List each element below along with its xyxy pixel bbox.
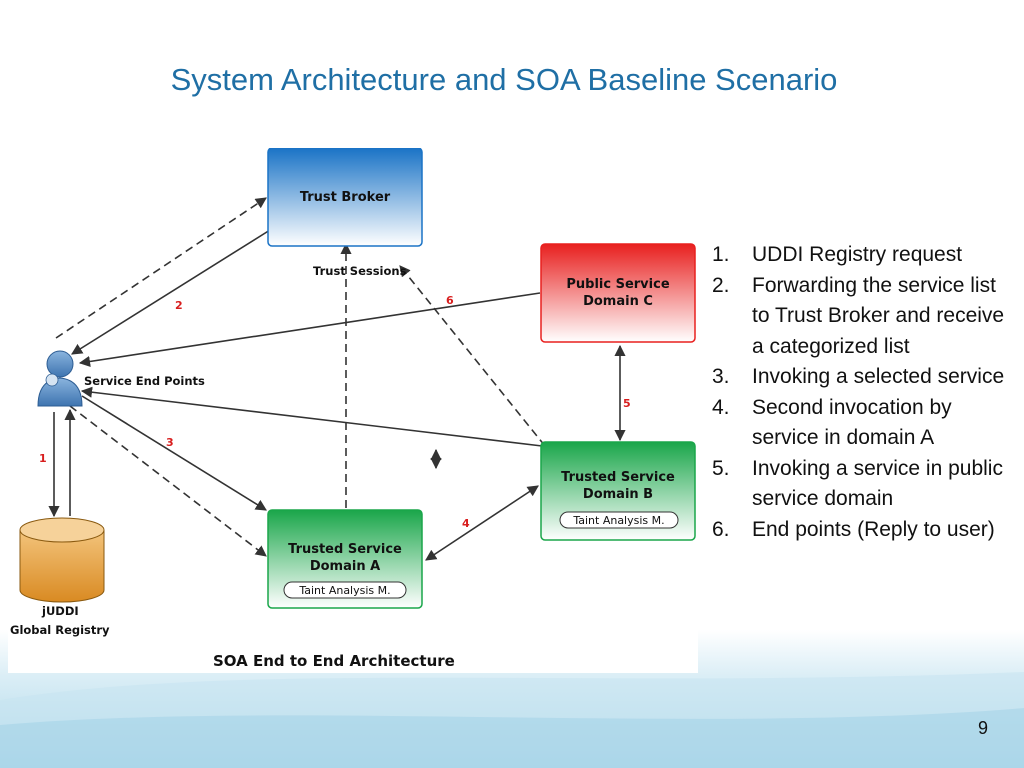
diagram-caption: SOA End to End Architecture	[213, 652, 455, 670]
step-number: 1.	[712, 243, 730, 266]
taint-analysis-b-pill	[559, 511, 679, 529]
taint-analysis-a-label: Taint Analysis M.	[298, 584, 390, 597]
page-number: 9	[978, 718, 989, 738]
trusted-a-label-line2: Domain A	[310, 559, 380, 574]
arrow-number-1: 1	[39, 452, 47, 465]
architecture-diagram: 1 2 3 4 5 6 Trust Broker Trust Sessions …	[8, 148, 698, 673]
step-item: 4. Second invocation by service in domain…	[712, 393, 1018, 454]
step-text: Invoking a selected service	[752, 365, 1005, 388]
step-number: 6.	[712, 517, 730, 541]
diagram-canvas: 1 2 3 4 5 6 Trust Broker Trust Sessions …	[10, 148, 696, 670]
steps-list: 1. UDDI Registry request 2. Forwarding the…	[712, 240, 1018, 545]
trust-broker-node: Trust Broker	[267, 148, 423, 247]
step-item: 5. Invoking a service in public service d…	[712, 454, 1018, 515]
arrow-number-5: 5	[623, 397, 631, 410]
step-text: UDDI Registry request	[752, 243, 963, 266]
service-endpoints-label: Service End Points	[84, 374, 205, 388]
arrow-number-4: 4	[462, 517, 470, 530]
step-number: 2.	[712, 273, 730, 297]
trusted-service-domain-a-node: Trusted Service Domain A Taint Analysis …	[267, 509, 423, 609]
database-icon	[19, 517, 105, 603]
trusted-b-label-line1: Trusted Service	[561, 470, 675, 485]
arrow-number-3: 3	[166, 436, 174, 449]
step-text: Forwarding the service list to Trust Bro…	[752, 273, 1005, 358]
slide-title: System Architecture and SOA Baseline Sce…	[170, 62, 838, 97]
public-c-label-line1: Public Service	[566, 277, 669, 292]
arrow-number-6: 6	[446, 294, 454, 307]
trusted-a-label-line1: Trusted Service	[288, 542, 402, 557]
trusted-service-domain-b-node: Trusted Service Domain B Taint Analysis …	[540, 441, 696, 541]
step-item: 2. Forwarding the service list to Trust B…	[712, 271, 1018, 363]
trust-sessions-label: Trust Sessions	[313, 264, 407, 278]
step-item: 3. Invoking a selected service	[712, 362, 1018, 393]
taint-analysis-a-pill	[283, 581, 407, 599]
step-text: Second invocation by service in domain A	[752, 395, 952, 450]
step-number: 3.	[712, 365, 730, 388]
step-text: End points (Reply to user)	[752, 517, 995, 541]
registry-label-line2: Global Registry	[10, 623, 110, 637]
step-text: Invoking a service in public service dom…	[752, 456, 1003, 511]
public-c-label-line2: Domain C	[583, 294, 653, 309]
registry-label-line1: jUDDI	[41, 604, 79, 618]
taint-analysis-b-label: Taint Analysis M.	[572, 514, 664, 527]
step-number: 5.	[712, 456, 730, 480]
arrow-number-2: 2	[175, 299, 183, 312]
trust-broker-label: Trust Broker	[300, 190, 391, 205]
step-item: 6. End points (Reply to user)	[712, 515, 1018, 546]
user-icon	[37, 350, 83, 407]
trusted-b-label-line2: Domain B	[583, 487, 653, 502]
connector-lines	[48, 197, 626, 561]
step-item: 1. UDDI Registry request	[712, 240, 1018, 271]
public-service-domain-c-node: Public Service Domain C	[540, 243, 696, 343]
step-number: 4.	[712, 395, 730, 419]
